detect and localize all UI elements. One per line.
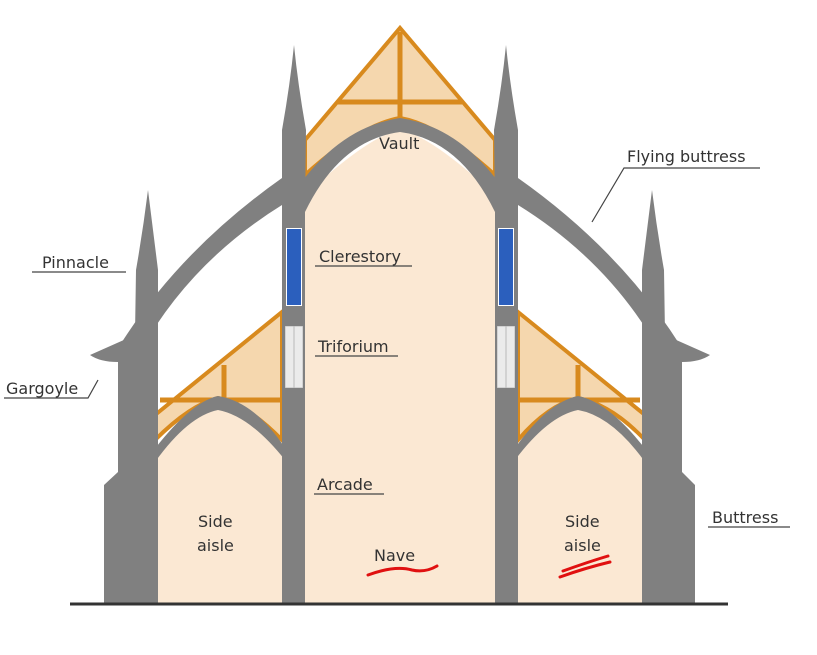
label-gargoyle: Gargoyle [6,379,78,398]
flying-buttress-leader [591,167,760,223]
right-aisle-interior [518,402,645,604]
right-flying-buttress [518,178,680,352]
label-side-aisle-left-line2: aisle [197,536,234,555]
left-clerestory-window [285,227,303,307]
label-triforium: Triforium [317,337,389,356]
side-aisle-red-underline-2 [561,554,610,573]
left-flying-buttress [120,178,282,352]
side-aisle-red-underline-1 [558,560,612,579]
text-labels: Vault Flying buttress Pinnacle Clerestor… [6,134,778,565]
label-clerestory: Clerestory [319,247,401,266]
right-inner-pier [495,212,518,604]
label-side-aisle-left-line1: Side [198,512,233,531]
left-aisle-interior [155,402,282,604]
label-pinnacle: Pinnacle [42,253,109,272]
interior-spaces [155,130,645,604]
leader-lines [4,167,790,528]
left-aisle-arch [150,396,285,462]
label-buttress: Buttress [712,508,778,527]
left-inner-pinnacle [282,45,306,212]
nave-red-underline [366,564,439,577]
stone-structure [90,45,710,604]
nave-interior [305,130,495,604]
right-aisle-arch [515,396,650,462]
right-outer-buttress [642,190,710,604]
label-flying-buttress: Flying buttress [627,147,746,166]
main-vault-arch [282,118,518,212]
left-outer-buttress [90,190,158,604]
label-nave: Nave [374,546,415,565]
label-vault: Vault [379,134,419,153]
red-annotations [366,554,612,579]
right-clerestory-window [497,227,515,307]
right-inner-pinnacle [494,45,518,212]
gargoyle-leader [4,379,99,399]
label-side-aisle-right-line2: aisle [564,536,601,555]
label-side-aisle-right-line1: Side [565,512,600,531]
label-arcade: Arcade [317,475,373,494]
left-inner-pier [282,212,305,604]
